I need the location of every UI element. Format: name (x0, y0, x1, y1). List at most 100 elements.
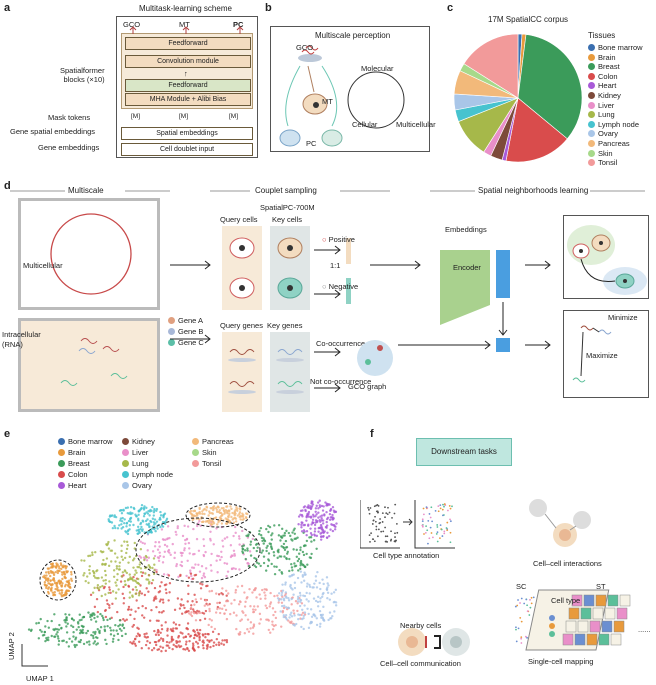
umap-point (58, 592, 61, 595)
umap-point (154, 640, 158, 644)
scatter-point (373, 505, 376, 508)
umap-point (60, 627, 63, 630)
legend-label: Lung (132, 459, 149, 468)
legend-label: Kidney (132, 437, 155, 446)
umap-point (142, 616, 146, 619)
umap-point (115, 629, 118, 632)
umap-point (197, 512, 200, 515)
spatialformer-label: Spatialformer blocks (×10) (60, 66, 105, 85)
umap-point (321, 535, 325, 538)
up-arrow-icon: ↑ (184, 69, 188, 78)
umap-point (84, 579, 87, 583)
umap-point (148, 619, 152, 622)
umap-point (205, 509, 208, 512)
legend-label: Tonsil (202, 459, 222, 468)
umap-point (154, 530, 157, 533)
umap-point (143, 558, 146, 562)
scatter-point (520, 597, 523, 600)
umap-point (158, 611, 161, 614)
umap-point (198, 636, 201, 640)
umap-point (310, 540, 313, 543)
st-spot (571, 594, 583, 607)
umap-point (319, 532, 322, 535)
umap-point (64, 576, 67, 580)
umap-point (116, 610, 119, 614)
umap-point (68, 637, 71, 641)
umap-point (96, 586, 99, 590)
umap-point (247, 630, 251, 633)
umap-point (244, 600, 247, 604)
umap-point (120, 511, 124, 515)
scatter-point (423, 533, 425, 535)
umap-point (114, 560, 117, 563)
umap-point (102, 558, 105, 562)
umap-point (205, 647, 209, 650)
umap-point (288, 569, 291, 573)
umap-point (146, 512, 150, 515)
umap-point (118, 561, 122, 564)
umap-point (140, 647, 143, 650)
umap-point (183, 549, 186, 552)
umap-point (56, 630, 59, 634)
umap-point (58, 567, 61, 570)
umap-point (311, 586, 314, 589)
scatter-point (367, 506, 370, 509)
umap-point (307, 626, 311, 630)
umap-point (146, 578, 150, 581)
umap-point (278, 568, 281, 572)
umap-point (168, 536, 171, 540)
pie-legend-item: Bone marrow (588, 43, 643, 52)
umap-point (104, 574, 107, 577)
umap-point (183, 547, 186, 550)
umap-point (210, 552, 213, 556)
umap-point (234, 588, 238, 592)
legend-swatch (588, 120, 595, 128)
umap-point (92, 612, 95, 615)
umap-point (176, 525, 180, 528)
umap-point (259, 526, 263, 530)
umap-point (239, 631, 242, 634)
umap-point (237, 535, 241, 538)
umap-point (302, 614, 306, 618)
gene-a-label: Gene A (178, 316, 204, 325)
umap-point (255, 596, 258, 599)
umap-point (209, 564, 213, 567)
legend-label: Breast (68, 459, 90, 468)
umap-point (173, 608, 177, 612)
umap-point (162, 610, 165, 613)
umap-legend-item: Ovary (122, 481, 152, 490)
scatter-point (422, 513, 425, 516)
umap-point (60, 593, 63, 596)
multiscale-diagram (279, 45, 405, 147)
umap-point (96, 584, 100, 587)
umap-point (148, 641, 152, 645)
umap-point (103, 629, 107, 633)
umap-point (151, 578, 155, 582)
umap-point (267, 558, 270, 561)
umap-point (92, 631, 95, 634)
umap-point (278, 555, 281, 558)
umap-point (246, 618, 250, 621)
gene-embeddings-label: Gene embeddings (38, 143, 100, 152)
minimize-label: Minimize (608, 313, 638, 322)
scatter-point (425, 525, 428, 528)
panel-d-letter: d (4, 180, 11, 192)
umap-point (300, 625, 303, 629)
umap-point (313, 534, 317, 537)
umap-point (153, 563, 156, 566)
umap-point (138, 591, 141, 595)
umap-point (298, 613, 302, 617)
umap-point (196, 612, 199, 615)
umap-point (127, 561, 130, 564)
umap-point (284, 581, 287, 584)
scatter-point (443, 505, 445, 508)
umap-point (258, 612, 262, 616)
scatter-point (439, 537, 441, 539)
pie-legend-item: Ovary (588, 129, 618, 138)
negative-text: Negative (328, 282, 359, 291)
umap-point (116, 527, 120, 530)
umap-point (162, 573, 166, 576)
umap-point (124, 583, 127, 586)
umap-point (309, 608, 313, 611)
umap-point (151, 566, 154, 570)
